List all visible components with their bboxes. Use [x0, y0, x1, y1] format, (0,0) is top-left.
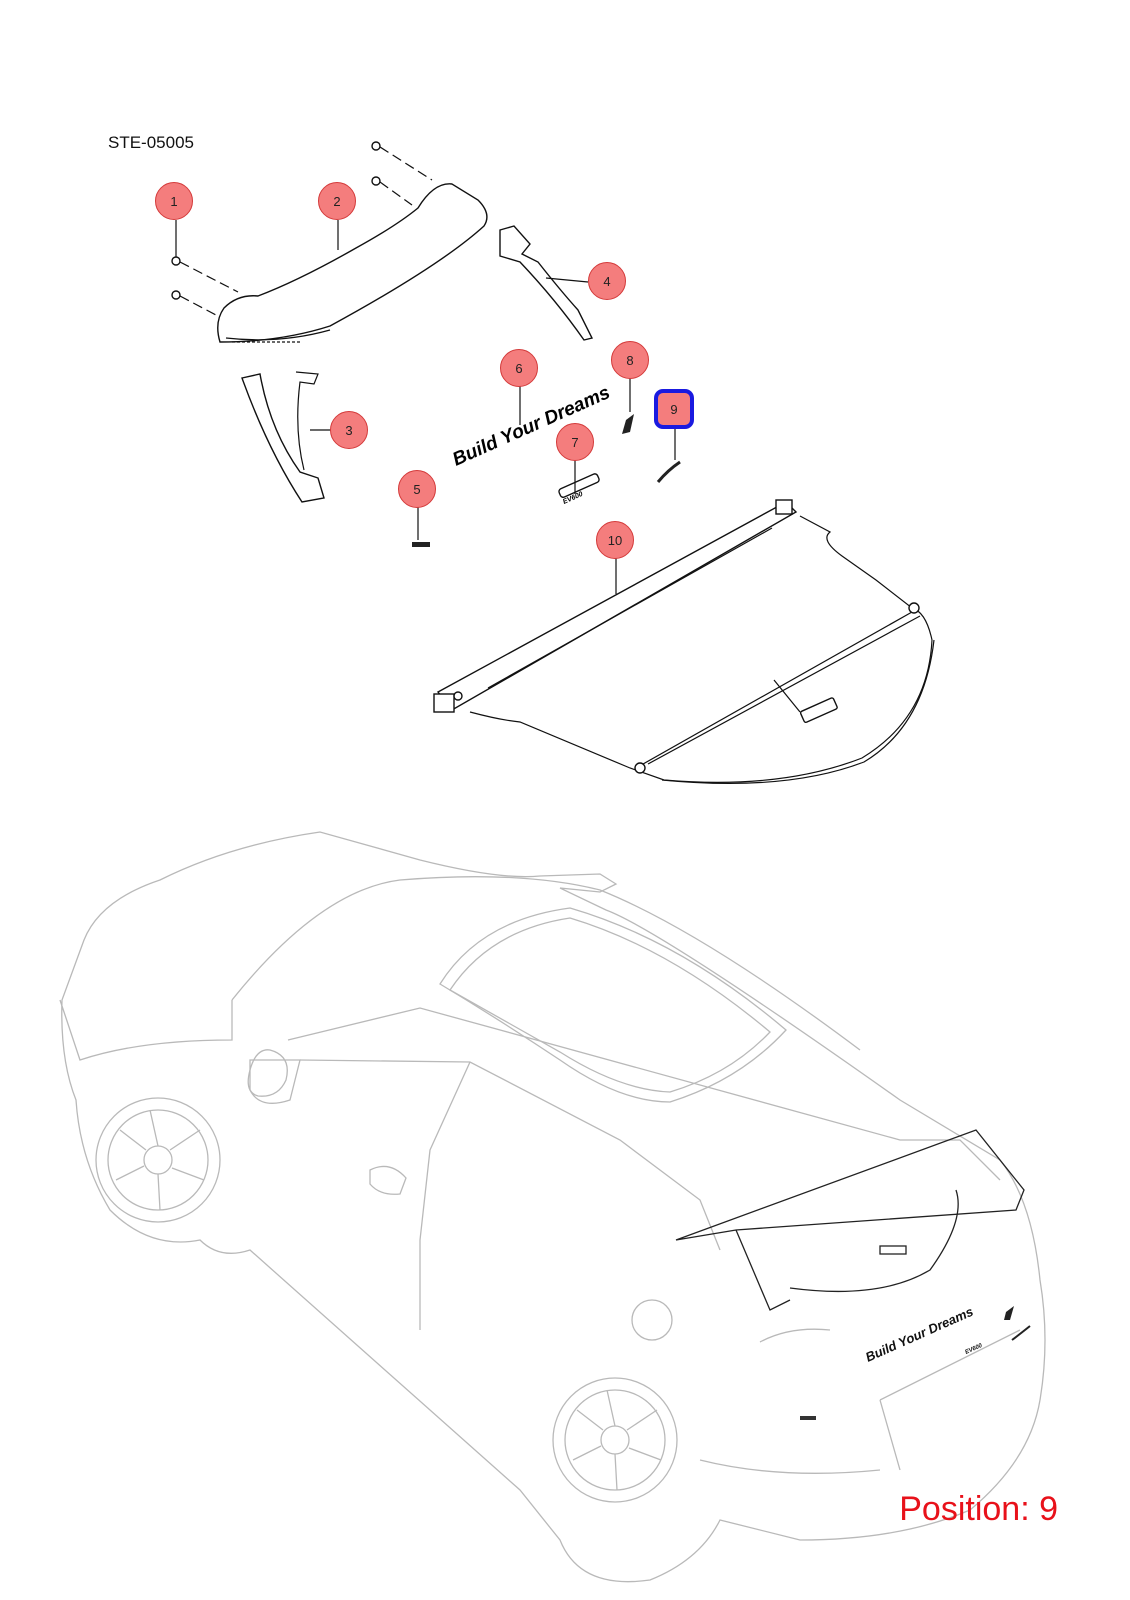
right-pillar-trim	[499, 225, 594, 341]
left-pillar-trim	[241, 371, 325, 503]
callout-6[interactable]: 6	[500, 349, 538, 387]
callout-8[interactable]: 8	[611, 341, 649, 379]
model-badge: EV600	[558, 473, 600, 506]
callout-1[interactable]: 1	[155, 182, 193, 220]
document-code: STE-05005	[108, 133, 194, 152]
callout-2[interactable]: 2	[318, 182, 356, 220]
position-label: Position: 9	[899, 1490, 1058, 1528]
callout-9[interactable]: 9	[655, 390, 693, 428]
script-badge	[656, 460, 681, 483]
small-logo-badge	[622, 414, 634, 434]
emblem-text: Build Your Dreams	[449, 382, 613, 470]
callout-3[interactable]: 3	[330, 411, 368, 449]
callout-10[interactable]: 10	[596, 521, 634, 559]
callout-7[interactable]: 7	[556, 423, 594, 461]
leader-lines	[175, 220, 676, 594]
small-badge	[412, 542, 430, 547]
vehicle-model-badge: EV600	[964, 1343, 984, 1356]
callout-5[interactable]: 5	[398, 470, 436, 508]
screw-group	[171, 141, 433, 316]
cargo-cover	[433, 499, 935, 785]
vehicle-emblem-text: Build Your Dreams	[863, 1304, 975, 1365]
rear-spoiler	[217, 183, 488, 343]
build-your-dreams-emblem: Build Your Dreams	[449, 382, 613, 470]
vehicle-outline: Build Your Dreams EV600	[59, 831, 1046, 1583]
callout-4[interactable]: 4	[588, 262, 626, 300]
